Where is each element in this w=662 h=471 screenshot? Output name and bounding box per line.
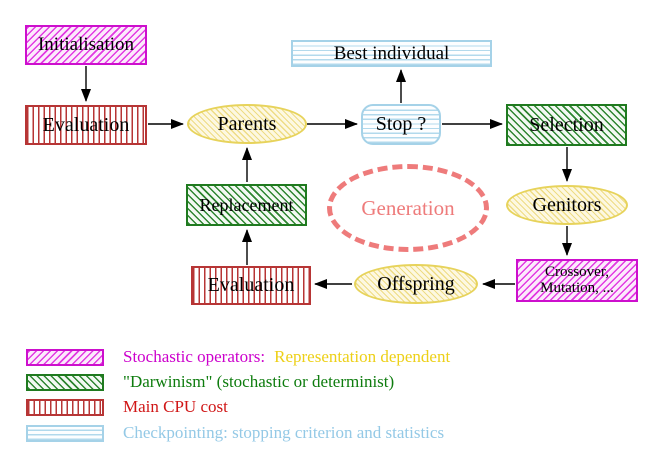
crossover-label-line1: Crossover, [545,263,609,280]
replacement-label: Replacement [199,194,294,215]
best-individual-label: Best individual [333,42,450,64]
node-genitors: Genitors [506,185,628,225]
selection-label: Selection [529,113,604,136]
node-evaluation-top: Evaluation [25,105,147,145]
evaluation-bottom-label: Evaluation [207,274,295,296]
node-offspring: Offspring [354,264,478,304]
node-generation-loop: Generation [327,164,489,252]
offspring-label: Offspring [377,272,455,295]
legend-swatch-green-hatch [26,373,104,391]
legend-row-checkpointing: Checkpointing: stopping criterion and st… [26,423,444,443]
crossover-label-line2: Mutation, ... [540,279,614,296]
node-crossover-mutation: Crossover, Mutation, ... [516,259,638,302]
legend-label-darwinism: "Darwinism" (stochastic or determinist) [123,372,395,391]
legend-row-main-cpu-cost: Main CPU cost [26,397,228,417]
legend-swatch-cyan-stripes [26,424,104,442]
node-initialisation: Initialisation [25,25,147,65]
node-best-individual: Best individual [291,40,492,67]
node-replacement: Replacement [186,184,307,226]
legend-label-checkpointing: Checkpointing: stopping criterion and st… [123,423,445,442]
legend-swatch-red-stripes [26,398,104,416]
node-stop-test: Stop ? [361,104,441,145]
legend-swatch-magenta-hatch [26,348,104,366]
legend-row-darwinism: "Darwinism" (stochastic or determinist) [26,372,394,392]
legend-label-representation-dependent: Representation dependent [274,347,451,366]
node-parents: Parents [187,104,307,144]
initialisation-label: Initialisation [37,34,135,56]
parents-label: Parents [217,112,277,135]
legend-label-main-cpu-cost: Main CPU cost [123,397,228,416]
legend-label-stochastic-operators: Stochastic operators: [123,347,266,366]
stop-label: Stop ? [375,113,427,135]
generation-label: Generation [361,195,455,220]
legend-row-stochastic-operators: Stochastic operators: Representation dep… [26,347,450,367]
node-evaluation-bottom: Evaluation [191,266,311,305]
genitors-label: Genitors [532,193,602,216]
evaluation-top-label: Evaluation [42,113,130,136]
node-selection: Selection [506,104,627,146]
